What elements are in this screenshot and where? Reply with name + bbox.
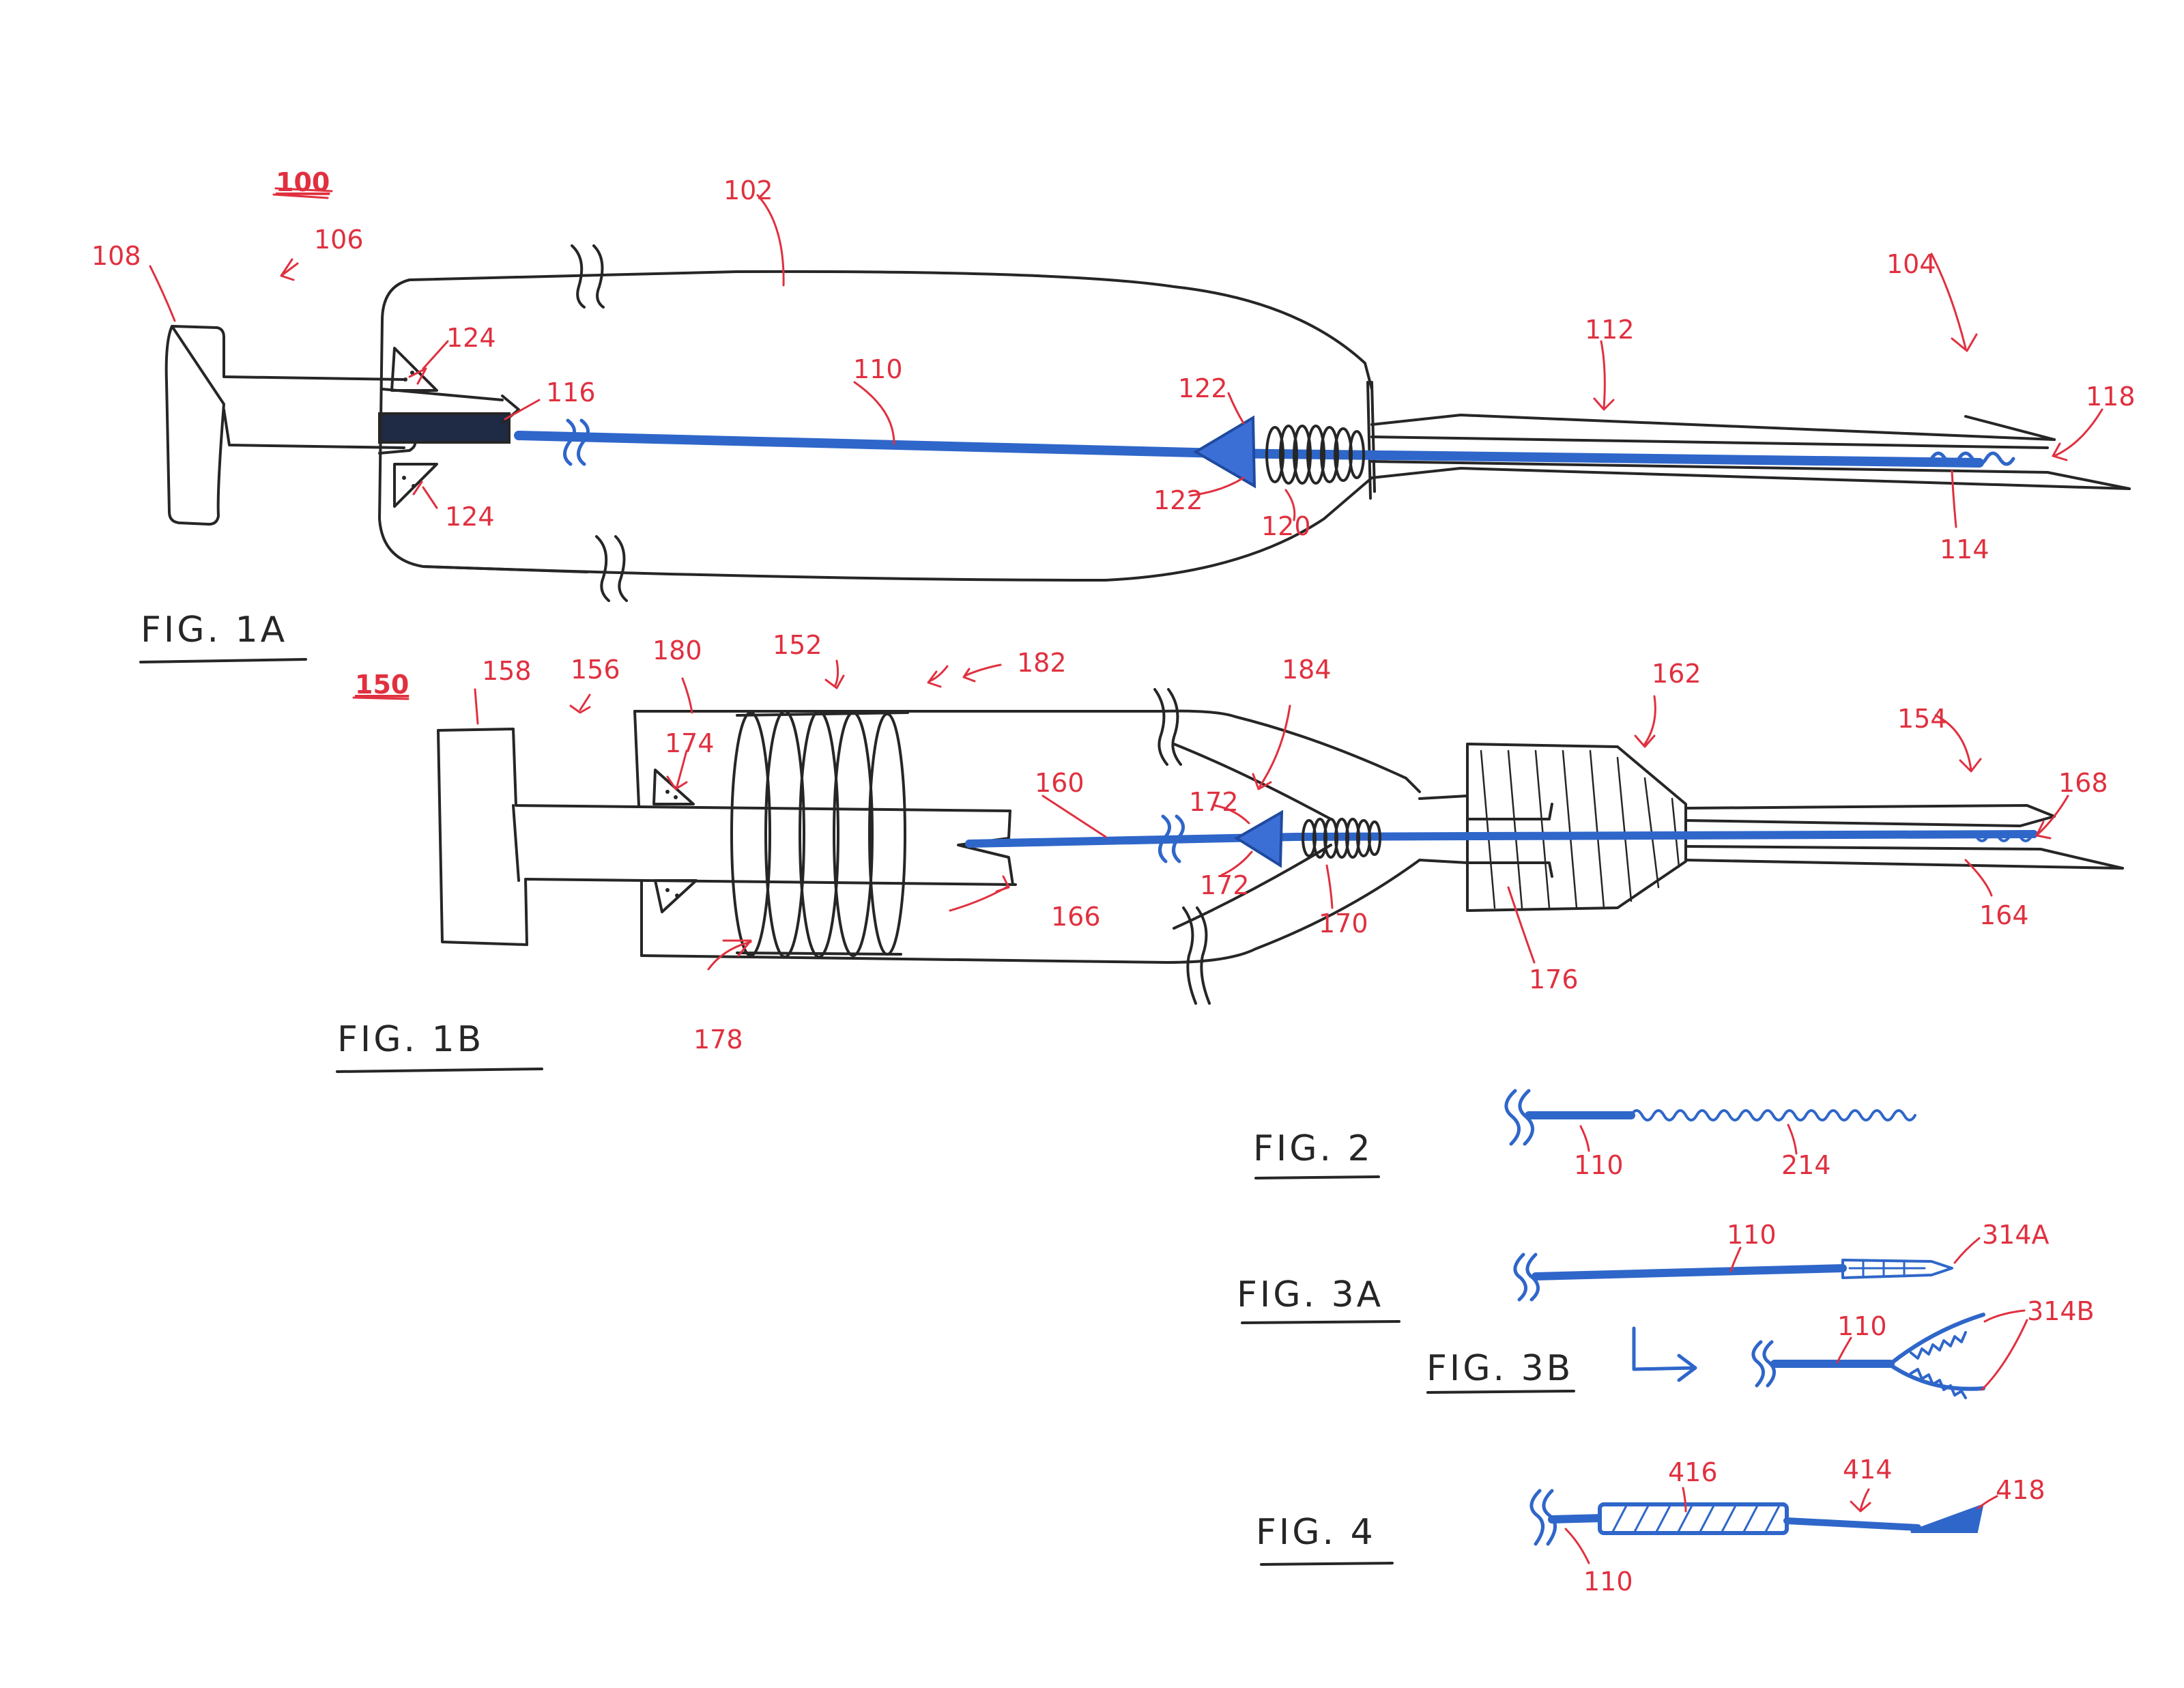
fig3a-caption-underline — [1241, 1320, 1400, 1324]
fig1b-label-160: 160 — [1035, 768, 1084, 798]
fig1b-spring-170 — [1302, 818, 1381, 859]
fig-3b: 110 314B FIG. 3B — [1426, 1296, 2095, 1399]
fig1a-leaders — [149, 187, 2103, 528]
fig1a-caption-underline — [139, 658, 307, 663]
fig1b-label-176: 176 — [1529, 964, 1579, 995]
fig3b-label-314b: 314B — [2027, 1296, 2095, 1326]
fig4-label-418: 418 — [1996, 1475, 2045, 1505]
fig-4: 416 414 418 110 FIG. 4 — [1256, 1455, 2045, 1597]
fig1b-label-180: 180 — [652, 635, 702, 666]
fig2-caption-underline — [1254, 1175, 1380, 1179]
fig1b-label-154: 154 — [1897, 704, 1947, 734]
fig1b-hub-162 — [1418, 743, 1687, 912]
fig1b-label-164: 164 — [1979, 900, 2029, 930]
fig1a-wire-110 — [514, 431, 1984, 468]
fig1b-label-182: 182 — [1017, 648, 1067, 678]
fig1a-label-102: 102 — [723, 175, 773, 205]
fig1b-label-172-top: 172 — [1189, 787, 1239, 817]
fig1a-label-114: 114 — [1940, 534, 1989, 564]
fig1b-label-150: 150 — [355, 670, 409, 700]
fig1a-label-104: 104 — [1886, 249, 1936, 279]
fig4-caption-underline — [1260, 1562, 1394, 1566]
fig1b-label-172-bottom: 172 — [1200, 870, 1250, 900]
fig1a-plunger — [164, 325, 520, 526]
fig3a-label-110: 110 — [1727, 1220, 1777, 1250]
fig1a-label-106: 106 — [314, 225, 364, 255]
fig1a-barrel — [378, 244, 1376, 602]
fig1b-label-162: 162 — [1652, 659, 1701, 689]
fig1a-coil-114 — [1929, 451, 2015, 466]
fig4-wire-110 — [1548, 1514, 1607, 1524]
fig-2: 110 214 FIG. 2 — [1253, 1089, 1916, 1180]
fig1a-label-110: 110 — [853, 354, 903, 384]
fig1b-cone-172 — [1234, 810, 1284, 868]
fig1a-cone-122 — [1193, 415, 1256, 489]
fig3b-caption-underline — [1426, 1390, 1575, 1394]
fig1b-label-170: 170 — [1319, 909, 1368, 939]
fig4-caption: FIG. 4 — [1256, 1512, 1376, 1553]
fig1a-needle-112 — [1370, 414, 2131, 490]
fig1a-caption: FIG. 1A — [141, 610, 287, 650]
fig1a-label-118: 118 — [2086, 382, 2136, 412]
fig1a-break-mark — [563, 418, 590, 466]
fig1b-leaders — [352, 659, 2069, 971]
fig-1a: 100 102 104 106 108 110 112 114 116 118 … — [91, 167, 2136, 663]
fig2-coil-214 — [1630, 1109, 1916, 1121]
fig4-barb-418 — [1910, 1503, 1984, 1533]
fig4-sleeve-416 — [1598, 1502, 1789, 1535]
fig1b-label-174: 174 — [665, 728, 715, 758]
fig3a-wire-110 — [1532, 1264, 1847, 1281]
fig1a-label-116: 116 — [546, 377, 596, 407]
fig1b-plunger — [437, 728, 1017, 946]
fig4-label-414: 414 — [1843, 1455, 1893, 1485]
fig4-label-110: 110 — [1583, 1567, 1633, 1597]
fig-1b: 150 152 154 156 158 160 162 164 166 168 … — [336, 630, 2124, 1073]
fig-3a: 110 314A FIG. 3A — [1237, 1220, 2050, 1324]
fig1b-spring-178 — [730, 710, 909, 958]
fig2-label-214: 214 — [1781, 1150, 1831, 1180]
fig1a-label-122-top: 122 — [1178, 373, 1228, 403]
fig2-caption: FIG. 2 — [1253, 1128, 1373, 1169]
fig1b-label-156: 156 — [571, 655, 620, 685]
fig1b-needle — [1684, 804, 2124, 870]
fig4-label-416: 416 — [1668, 1457, 1718, 1487]
fig3b-caption: FIG. 3B — [1426, 1348, 1573, 1389]
fig1b-label-152: 152 — [773, 630, 822, 660]
fig1b-label-178: 178 — [693, 1025, 743, 1055]
fig1a-label-112: 112 — [1585, 315, 1635, 345]
fig1b-label-184: 184 — [1282, 655, 1332, 685]
fig3a-tip-314a — [1841, 1259, 1953, 1279]
fig1a-spring-120 — [1265, 425, 1365, 485]
fig1b-break-mark — [1158, 814, 1185, 863]
fig3a-caption: FIG. 3A — [1237, 1274, 1383, 1315]
fig3b-label-110: 110 — [1837, 1311, 1887, 1341]
fig1a-label-124-bottom: 124 — [445, 502, 495, 532]
fig1b-caption: FIG. 1B — [337, 1019, 484, 1060]
fig1a-label-124-top: 124 — [446, 323, 496, 353]
fig1b-barrel — [633, 688, 1421, 1005]
fig1a-label-122-bottom: 122 — [1153, 485, 1203, 515]
fig1a-label-108: 108 — [91, 241, 141, 271]
fig1b-caption-underline — [336, 1068, 543, 1073]
fig3b-tip-314b — [1888, 1313, 1985, 1399]
fig1b-label-158: 158 — [482, 656, 532, 686]
fig4-wire-414 — [1783, 1517, 1921, 1531]
fig2-label-110: 110 — [1574, 1150, 1624, 1180]
fig3b-transition-arrow — [1632, 1326, 1697, 1382]
fig3a-label-314a: 314A — [1982, 1220, 2050, 1250]
fig1b-wire-160 — [965, 830, 2038, 848]
fig1b-label-168: 168 — [2058, 768, 2108, 798]
fig1b-coil-164 — [1964, 831, 2032, 842]
fig1a-label-100: 100 — [276, 167, 330, 197]
fig1a-label-120: 120 — [1261, 511, 1311, 541]
fig1b-label-166: 166 — [1051, 902, 1101, 932]
